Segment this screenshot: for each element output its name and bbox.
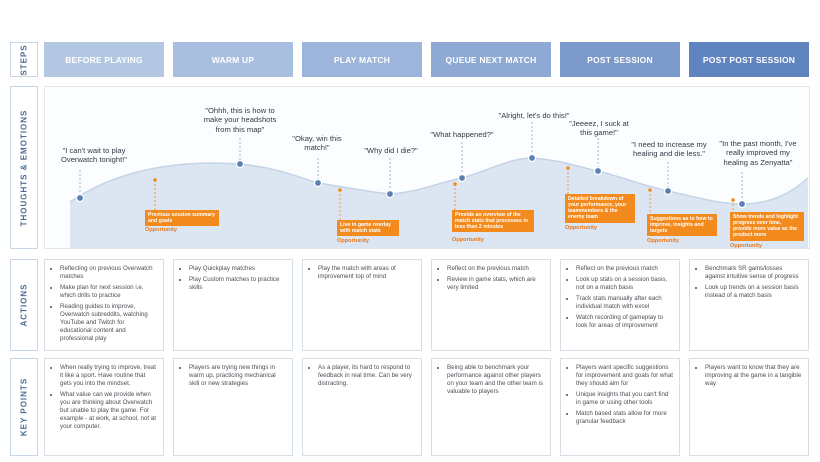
row-label-actions: ACTIONS: [10, 259, 38, 351]
list-item: What value can we provide when you are t…: [60, 391, 157, 431]
list-item: Unique insights that you can't find in g…: [576, 391, 673, 407]
opportunity-label-1: Opportunity: [145, 227, 178, 233]
step-post-post-session: POST POST SESSION: [689, 42, 809, 77]
opportunity-label-3: Opportunity: [452, 237, 485, 243]
list-item: Match based stats allow for more granula…: [576, 410, 673, 426]
step-before-playing: BEFORE PLAYING: [44, 42, 164, 77]
emotion-dot-9: [737, 199, 747, 209]
list-item: Play the match with areas of improvement…: [318, 265, 415, 281]
opportunity-label-4: Opportunity: [565, 225, 598, 231]
thought-quote-8: "I need to increase my healing and die l…: [631, 140, 707, 159]
emotion-dot-1: [75, 193, 85, 203]
key-points-card-post-post-session: Players want to know that they are impro…: [689, 358, 809, 456]
actions-card-warm-up: Play Quickplay matches Play Custom match…: [173, 259, 293, 351]
opportunity-dot-3: [453, 182, 457, 186]
opportunity-note-5: Suggestions as to how to improve, insigh…: [647, 214, 717, 237]
list-item: Benchmark SR gains/losses against intuit…: [705, 265, 802, 281]
actions-card-before-playing: Reflecting on previous Overwatch matches…: [44, 259, 164, 351]
actions-card-post-session: Reflect on the previous match Look up st…: [560, 259, 680, 351]
emotion-dot-6: [527, 153, 537, 163]
list-item: Players want to know that they are impro…: [705, 364, 802, 388]
row-label-steps: STEPS: [10, 42, 38, 77]
list-item: Look up stats on a session basis, not on…: [576, 276, 673, 292]
opportunity-note-4: Detailed breakdown of your performance, …: [565, 194, 635, 223]
list-item: Reflect on the previous match: [447, 265, 544, 273]
list-item: As a player, its hard to respond to feed…: [318, 364, 415, 388]
thought-quote-2: "Ohhh, this is how to make your headshot…: [203, 106, 277, 134]
list-item: Reflect on the previous match: [576, 265, 673, 273]
opportunity-dot-2: [338, 188, 342, 192]
thought-quote-6: "Alright, let's do this!": [498, 111, 570, 120]
emotion-dot-5: [457, 173, 467, 183]
actions-card-play-match: Play the match with areas of improvement…: [302, 259, 422, 351]
thought-quote-3: "Okay, win this match!": [292, 134, 342, 153]
list-item: Watch recording of gameplay to look for …: [576, 314, 673, 330]
emotion-dot-4: [385, 189, 395, 199]
opportunity-dot-4: [566, 166, 570, 170]
list-item: Reading guides to improve, Overwatch sub…: [60, 303, 157, 343]
opportunity-note-3: Provide an overview of the match stats t…: [452, 210, 534, 233]
emotion-dot-2: [235, 159, 245, 169]
list-item: When really trying to improve, treat it …: [60, 364, 157, 388]
opportunity-note-2: Live in game overlay with match stats: [337, 220, 399, 237]
list-item: Track stats manually after each individu…: [576, 295, 673, 311]
row-label-thoughts: THOUGHTS & EMOTIONS: [10, 86, 38, 249]
thought-quote-5: "What happened?": [430, 130, 494, 139]
opportunity-note-1: Previous session summary and goals: [145, 210, 219, 227]
thought-quote-9: "In the past month, I've really improved…: [719, 139, 797, 167]
list-item: Players want specific suggestions for im…: [576, 364, 673, 388]
thought-quote-7: "Jeeeez, I suck at this game!": [569, 119, 629, 138]
key-points-card-post-session: Players want specific suggestions for im…: [560, 358, 680, 456]
list-item: Play Quickplay matches: [189, 265, 286, 273]
actions-card-post-post-session: Benchmark SR gains/losses against intuit…: [689, 259, 809, 351]
emotion-dot-7: [593, 166, 603, 176]
key-points-card-before-playing: When really trying to improve, treat it …: [44, 358, 164, 456]
list-item: Review in game stats, which are very lim…: [447, 276, 544, 292]
key-points-card-play-match: As a player, its hard to respond to feed…: [302, 358, 422, 456]
list-item: Look up trends on a session basis instea…: [705, 284, 802, 300]
list-item: Play Custom matches to practice skills: [189, 276, 286, 292]
key-points-card-warm-up: Players are trying new things in warm up…: [173, 358, 293, 456]
opportunity-label-2: Opportunity: [337, 238, 370, 244]
opportunity-note-6: Show trends and highlight progress over …: [730, 212, 804, 241]
opportunity-dot-6: [731, 198, 735, 202]
thought-quote-4: "Why did I die?": [364, 146, 418, 155]
opportunity-dot-1: [153, 178, 157, 182]
row-label-key-points: KEY POINTS: [10, 358, 38, 456]
actions-card-queue-next-match: Reflect on the previous match Review in …: [431, 259, 551, 351]
opportunity-dot-5: [648, 188, 652, 192]
opportunity-label-6: Opportunity: [730, 243, 763, 249]
emotion-dot-8: [663, 186, 673, 196]
list-item: Make plan for next session i.e. which dr…: [60, 284, 157, 300]
opportunity-label-5: Opportunity: [647, 238, 680, 244]
list-item: Reflecting on previous Overwatch matches: [60, 265, 157, 281]
step-play-match: PLAY MATCH: [302, 42, 422, 77]
step-queue-next-match: QUEUE NEXT MATCH: [431, 42, 551, 77]
emotion-curve-area: [70, 158, 808, 248]
emotion-dot-3: [313, 178, 323, 188]
step-post-session: POST SESSION: [560, 42, 680, 77]
key-points-card-queue-next-match: Being able to benchmark your performance…: [431, 358, 551, 456]
thought-quote-1: "I can't wait to play Overwatch tonight!…: [60, 146, 127, 165]
step-warm-up: WARM UP: [173, 42, 293, 77]
emotion-curve-line: [69, 157, 809, 205]
list-item: Players are trying new things in warm up…: [189, 364, 286, 388]
list-item: Being able to benchmark your performance…: [447, 364, 544, 396]
